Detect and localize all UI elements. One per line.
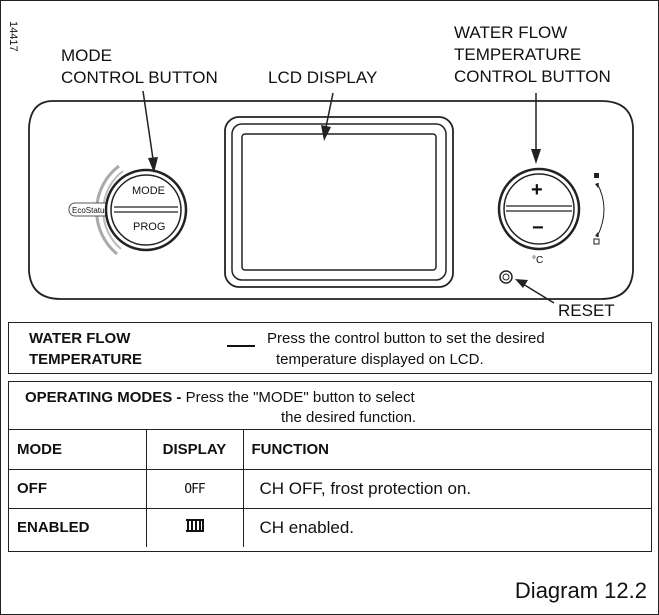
ecostatus-label: EcoStatus (72, 206, 108, 215)
col-function-header: FUNCTION (242, 430, 651, 470)
mode-prog-button[interactable]: MODE PROG (104, 168, 188, 252)
callout-arrows (142, 90, 555, 304)
radiator-icon (185, 519, 204, 533)
prog-button-label: PROG (133, 221, 165, 233)
operating-modes-table: MODE DISPLAY FUNCTION OFF OFF CH OFF, fr… (9, 430, 651, 547)
operating-modes-header: OPERATING MODES - Press the "MODE" butto… (9, 382, 651, 430)
mode-cell: ENABLED (9, 507, 147, 547)
operating-modes-heading: OPERATING MODES - (25, 389, 182, 406)
col-mode-header: MODE (9, 430, 147, 470)
water-flow-desc-line1: Press the control button to set the desi… (267, 330, 545, 347)
table-header-row: MODE DISPLAY FUNCTION (9, 430, 651, 470)
water-flow-title-line2: TEMPERATURE (29, 351, 143, 368)
operating-modes-box: OPERATING MODES - Press the "MODE" butto… (8, 381, 652, 552)
diagram-caption: Diagram 12.2 (514, 578, 647, 603)
degree-label: °C (532, 255, 543, 266)
col-display-header: DISPLAY (145, 430, 244, 470)
lcd-display-inner (231, 123, 447, 281)
reset-label: RESET (558, 301, 615, 320)
control-panel-illustration: 14417 MODE CONTROL BUTTON LCD DISPLAY WA… (7, 21, 634, 320)
plus-sign: + (531, 179, 543, 201)
minus-symbol (227, 345, 255, 347)
water-flow-info-box: WATER FLOW TEMPERATURE Press the control… (8, 322, 652, 374)
function-cell: CH OFF, frost protection on. (242, 468, 651, 509)
water-flow-label-line2: TEMPERATURE (454, 45, 581, 64)
function-cell: CH enabled. (242, 507, 651, 547)
operating-modes-desc1: Press the "MODE" button to select (181, 389, 415, 406)
off-display-symbol: OFF (184, 482, 206, 497)
table-row: OFF OFF CH OFF, frost protection on. (9, 468, 651, 509)
display-cell (145, 507, 244, 547)
temperature-control-button[interactable]: + − (497, 167, 581, 251)
lcd-display-screen (241, 133, 437, 271)
lcd-display-label: LCD DISPLAY (268, 68, 377, 87)
figure-id: 14417 (7, 21, 19, 52)
water-flow-label-line1: WATER FLOW (454, 23, 567, 42)
table-row: ENABLED CH enabled. (9, 507, 651, 547)
operating-modes-desc2: the desired function. (281, 409, 417, 426)
water-flow-title-line1: WATER FLOW (29, 330, 131, 347)
mode-control-label-line2: CONTROL BUTTON (61, 68, 218, 87)
display-cell: OFF (145, 468, 244, 509)
operating-modes-line1: OPERATING MODES - Press the "MODE" butto… (25, 389, 415, 406)
mode-control-label-line1: MODE (61, 46, 112, 65)
water-flow-label-line3: CONTROL BUTTON (454, 67, 611, 86)
panel-outline (28, 100, 634, 300)
water-flow-desc-line2: temperature displayed on LCD. (276, 351, 484, 368)
reset-button[interactable] (499, 270, 513, 284)
temperature-range-icon (593, 173, 605, 245)
mode-cell: OFF (9, 468, 147, 509)
lcd-display-outer (224, 116, 454, 288)
minus-sign: − (532, 217, 544, 239)
mode-button-label: MODE (132, 185, 165, 197)
